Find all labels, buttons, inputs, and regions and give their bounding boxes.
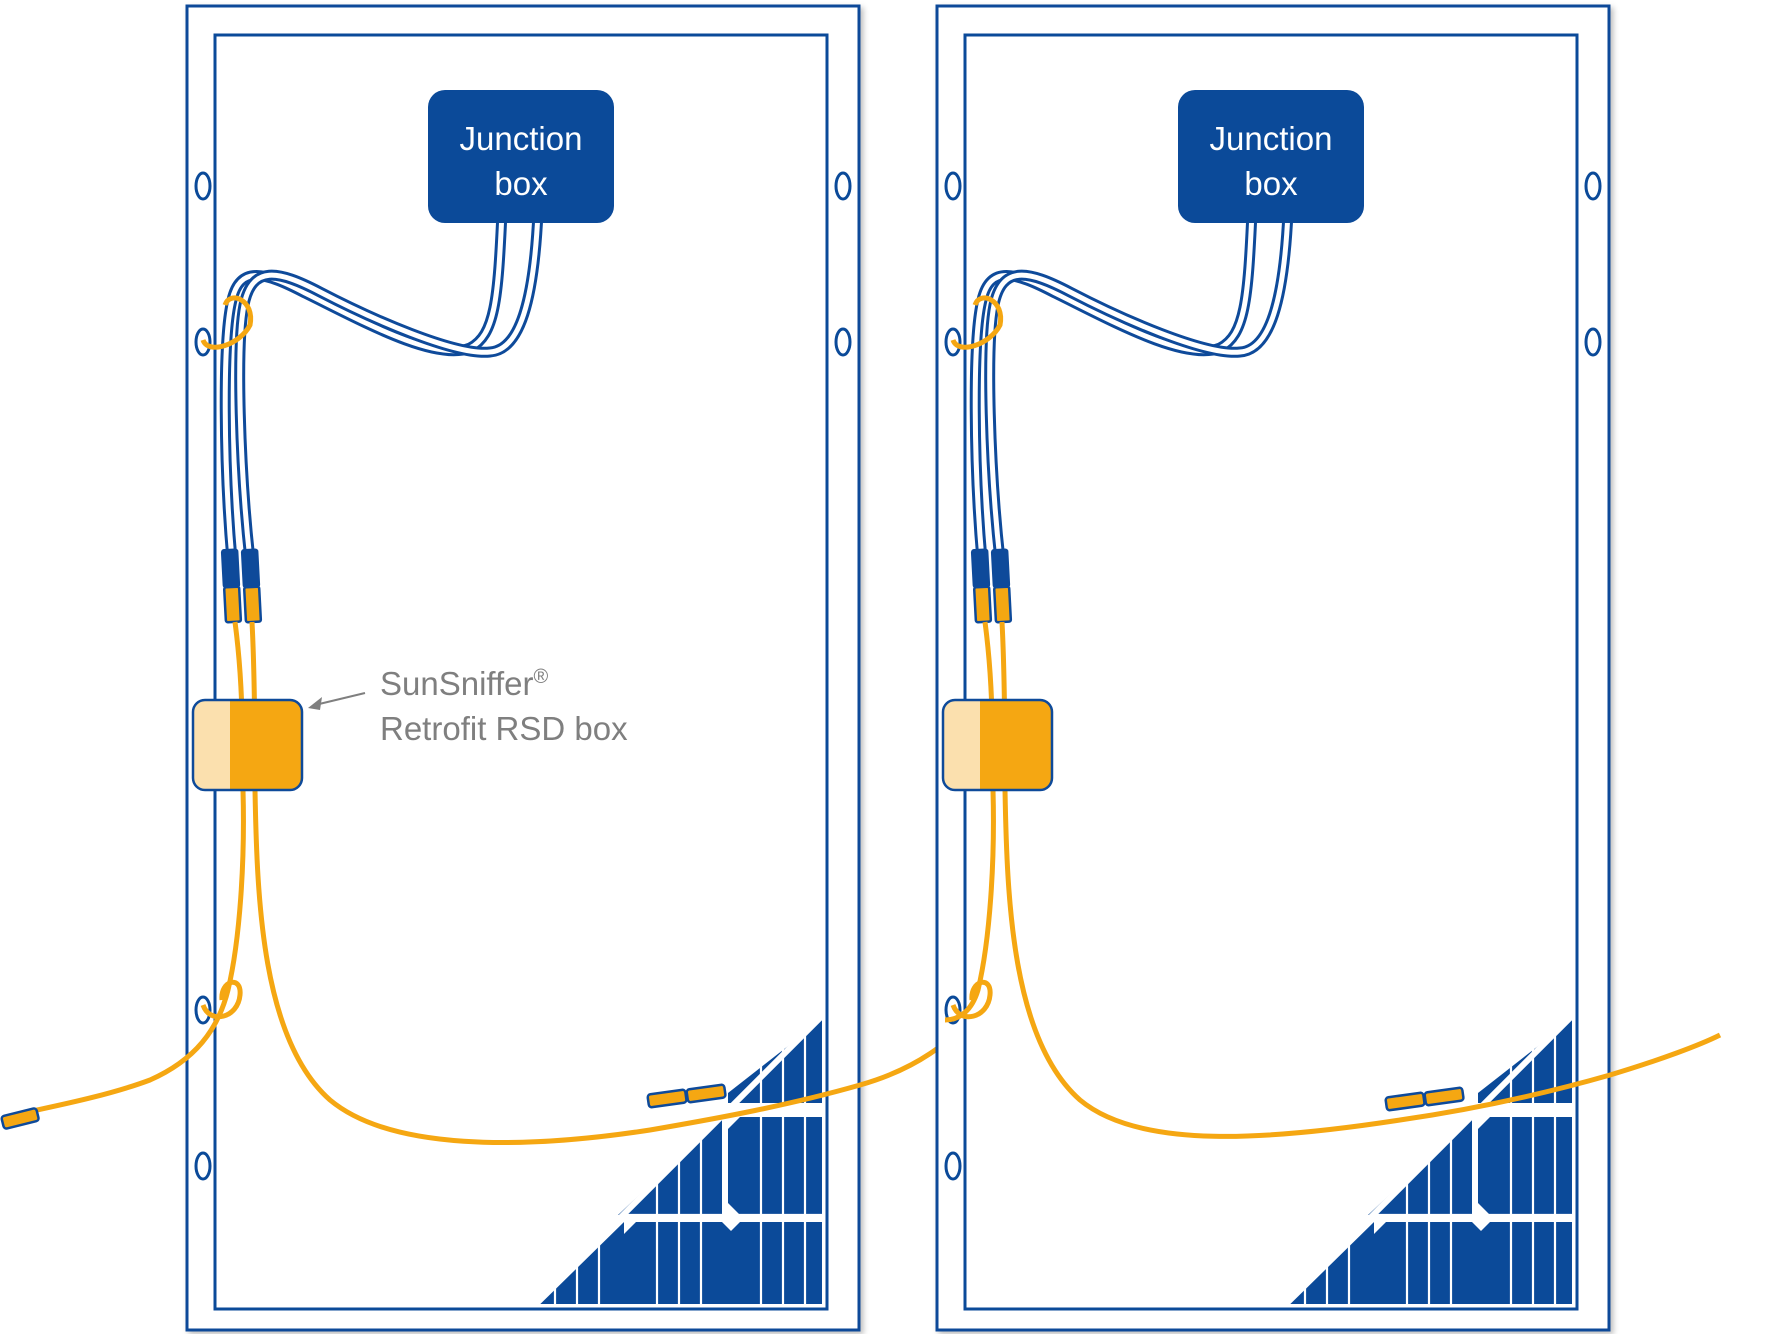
left-panel-blue-cables <box>219 211 544 561</box>
left-string-connector-a <box>646 1088 688 1109</box>
right-panel: Junction box <box>935 4 1722 1332</box>
left-panel: Junction box SunSniffer® Retrofit RSD bo… <box>0 4 972 1332</box>
rsd-label: SunSniffer® <box>380 665 549 702</box>
right-panel-blue-cables <box>969 211 1294 561</box>
right-panel-mounting-holes <box>944 171 1602 1181</box>
left-junction-box-line1: Junction <box>460 120 583 157</box>
rsd-label-arrow <box>314 692 366 706</box>
rsd-label-line2: Retrofit RSD box <box>380 710 628 747</box>
left-junction-box-line2: box <box>494 165 548 202</box>
right-panel-mc4-connectors <box>970 548 1013 624</box>
rsd-label-arrowhead <box>308 697 322 710</box>
left-panel-orange-cables <box>27 295 972 1145</box>
left-rsd-box <box>191 698 304 792</box>
right-junction-box <box>1178 90 1364 223</box>
left-junction-box <box>428 90 614 223</box>
left-string-connector-b <box>685 1083 727 1104</box>
left-cable-end-connector <box>0 1107 40 1130</box>
left-panel-mc4-connectors <box>220 548 263 624</box>
right-string-connector-a <box>1384 1091 1426 1112</box>
right-string-connector-b <box>1423 1086 1465 1107</box>
rsd-label-name: SunSniffer <box>380 665 534 702</box>
rsd-label-registered-mark: ® <box>534 666 549 688</box>
right-junction-box-line1: Junction <box>1210 120 1333 157</box>
left-panel-inner-frame <box>213 33 829 1311</box>
right-panel-inner-frame <box>963 33 1579 1311</box>
left-panel-mounting-holes <box>194 171 852 1181</box>
right-rsd-box <box>941 698 1054 792</box>
right-junction-box-line2: box <box>1244 165 1298 202</box>
